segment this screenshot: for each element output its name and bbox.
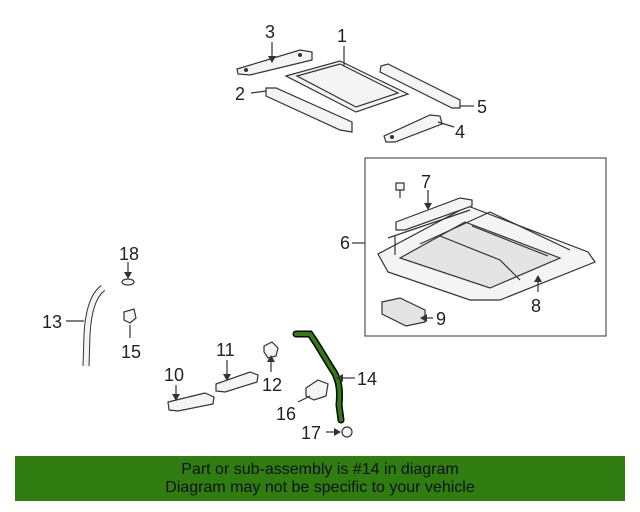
leader-4 — [437, 121, 455, 128]
callout-5: 5 — [477, 97, 487, 117]
notice-banner: Part or sub-assembly is #14 in diagram D… — [15, 456, 625, 501]
part-4-bracket — [383, 114, 443, 143]
banner-line-1: Part or sub-assembly is #14 in diagram — [181, 461, 459, 478]
callout-11: 11 — [216, 340, 235, 360]
callout-13: 13 — [42, 312, 62, 332]
callout-17: 17 — [301, 423, 321, 443]
callout-8: 8 — [531, 296, 541, 316]
part-11-bracket — [215, 371, 259, 393]
callout-6: 6 — [340, 233, 350, 253]
part-10-bracket — [167, 392, 215, 412]
banner-line-2: Diagram may not be specific to your vehi… — [165, 479, 475, 496]
callout-15: 15 — [121, 342, 141, 362]
part-2-rail — [265, 87, 353, 133]
part-3-rail — [236, 49, 313, 76]
callout-14: 14 — [357, 369, 377, 389]
leader-16 — [297, 395, 311, 403]
part-16-clamp — [305, 379, 329, 401]
callout-4: 4 — [455, 122, 465, 142]
parts-diagram: 3 1 2 5 4 6 7 — [42, 22, 607, 443]
assembly-6-box — [364, 157, 607, 337]
callout-2: 2 — [235, 84, 245, 104]
part-8-housing-frame — [377, 205, 596, 301]
callout-18: 18 — [119, 244, 139, 264]
part-1-glass-panel — [284, 60, 410, 113]
part-18-clip — [121, 278, 135, 286]
callout-1: 1 — [337, 26, 347, 46]
part-17-fitting — [341, 426, 353, 438]
part-12-clip — [263, 341, 279, 359]
callout-3: 3 — [265, 22, 275, 42]
part-9-motor — [381, 297, 426, 327]
callout-7: 7 — [421, 172, 431, 192]
callout-12: 12 — [262, 375, 282, 395]
callout-9: 9 — [436, 309, 446, 329]
part-7-deflector — [395, 182, 473, 231]
leader-2 — [250, 90, 267, 94]
part-13-drain-hose — [82, 285, 106, 367]
part-14-drain-hose — [292, 330, 345, 424]
part-15-grommet — [123, 308, 137, 324]
part-5-rail — [379, 63, 461, 109]
callout-10: 10 — [164, 365, 184, 385]
callout-16: 16 — [276, 404, 296, 424]
